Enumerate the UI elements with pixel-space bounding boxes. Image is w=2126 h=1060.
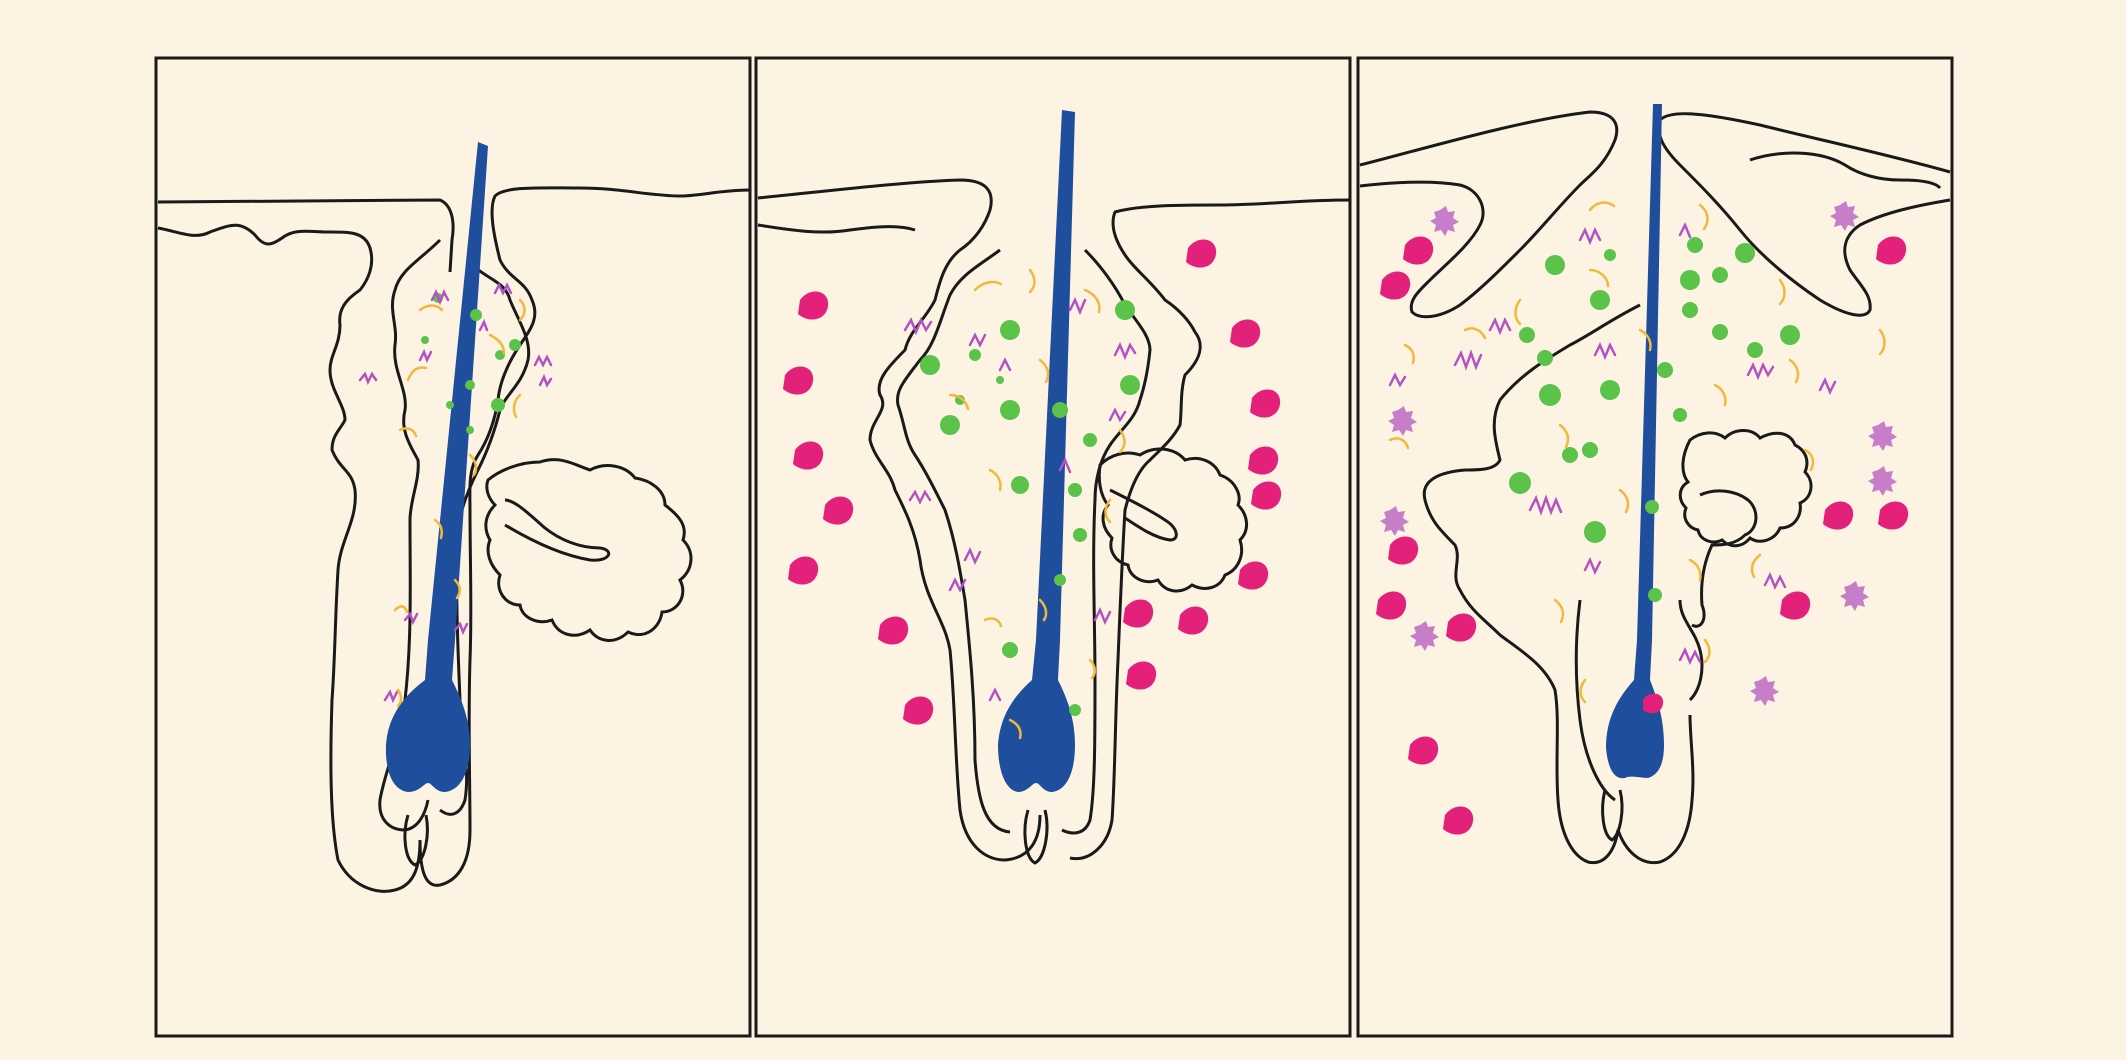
- panel-2-frame: [754, 56, 1352, 1038]
- panel-1-frame: [154, 56, 752, 1038]
- panel-3-yellow-fibers: [1388, 201, 1886, 704]
- panel-1-hair-shaft: [385, 142, 488, 792]
- panel-2-yellow-fibers: [948, 268, 1126, 740]
- panel-3-inner-sheath: [1574, 599, 1704, 802]
- panel-3-skin-left: [1359, 110, 1619, 319]
- panel-1-yellow-fibers: [393, 298, 526, 708]
- panel-1-sebaceous-gland: [484, 458, 693, 642]
- panel-1-follicle-right: [418, 186, 751, 887]
- panel-3-follicle-body: [1422, 303, 1695, 865]
- panel-3-hair-shaft: [1606, 104, 1664, 779]
- panel-2-hair-shaft: [998, 110, 1075, 792]
- panel-3-lavender-cells: [1380, 201, 1897, 706]
- panel-3-frame: [1356, 56, 1954, 1038]
- panel-3-bulb: [1601, 789, 1624, 842]
- panel-2-follicle-right: [1069, 198, 1351, 861]
- panel-3-skin-right: [1657, 112, 1951, 317]
- panel-3-green-cells: [1509, 237, 1800, 602]
- panel-2: [754, 56, 1352, 1038]
- panel-3-sebaceous-gland: [1678, 429, 1813, 548]
- panel-2-purple-fibers: [903, 296, 1137, 702]
- panel-1-purple-fibers: [358, 282, 553, 704]
- panel-1: [154, 56, 752, 1038]
- panel-2-gland-duct: [1109, 488, 1178, 542]
- panel-2-skin-outline: [757, 178, 1042, 862]
- panel-3-gland-inner: [1691, 489, 1758, 628]
- panel-2-sebaceous-gland: [1097, 447, 1248, 593]
- panel-3: [1356, 56, 1954, 1038]
- panel-2-magenta-cells: [783, 239, 1282, 725]
- panel-3-magenta-cells: [1376, 236, 1909, 835]
- panel-2-bulb: [1023, 809, 1049, 865]
- panel-1-bulb: [403, 814, 429, 867]
- panel-1-gland-duct: [504, 498, 611, 562]
- panel-1-skin-outline: [157, 198, 455, 893]
- panel-1-green-cells: [421, 293, 521, 434]
- panel-3-purple-fibers: [1388, 221, 1837, 666]
